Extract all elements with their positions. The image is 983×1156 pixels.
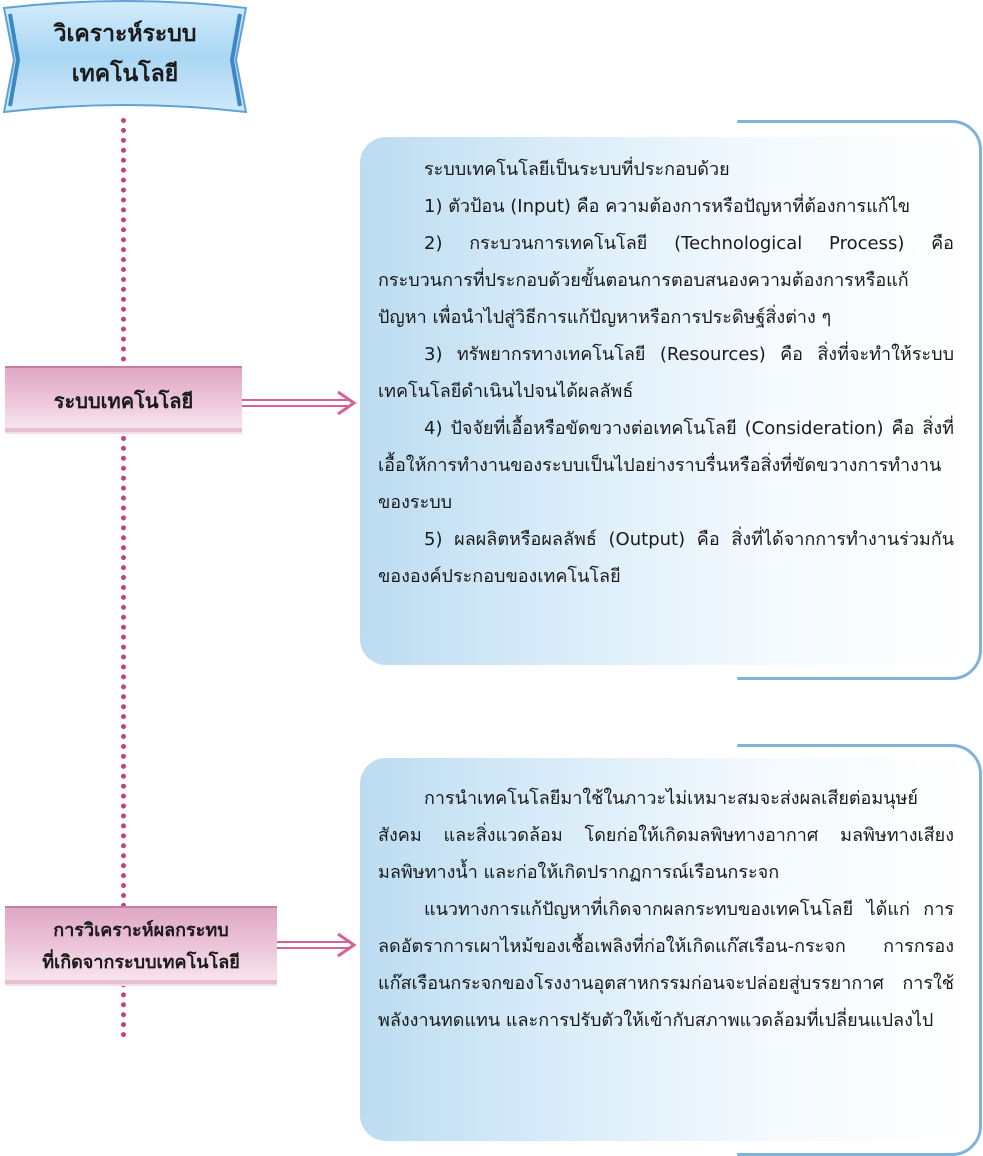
system-item-4: 4) ปัจจัยที่เอื้อหรือขัดขวางต่อเทคโนโลยี… xyxy=(378,418,954,513)
dotted-connector xyxy=(121,118,126,1038)
arrow-right-icon xyxy=(242,390,357,416)
ribbon-shape xyxy=(2,0,248,114)
title-ribbon: วิเคราะห์ระบบ เทคโนโลยี xyxy=(0,0,250,120)
system-item-2: 2) กระบวนการเทคโนโลยี (Technological Pro… xyxy=(378,233,954,328)
system-item-1: 1) ตัวป้อน (Input) คือ ความต้องการหรือปั… xyxy=(424,196,911,217)
system-item-5: 5) ผลผลิตหรือผลลัพธ์ (Output) คือ สิ่งที… xyxy=(378,529,954,587)
label-impact-analysis: การวิเคราะห์ผลกระทบ ที่เกิดจากระบบเทคโนโ… xyxy=(5,906,277,984)
label-technology-system: ระบบเทคโนโลยี xyxy=(5,366,242,432)
system-intro: ระบบเทคโนโลยีเป็นระบบที่ประกอบด้วย xyxy=(424,159,730,180)
title-line-1: วิเคราะห์ระบบ xyxy=(53,21,197,47)
impact-analysis-box: การนำเทคโนโลยีมาใช้ในภาวะไม่เหมาะสมจะส่ง… xyxy=(360,758,972,1141)
label-impact-line-2: ที่เกิดจากระบบเทคโนโลยี xyxy=(42,952,240,973)
diagram-title: วิเคราะห์ระบบ เทคโนโลยี xyxy=(0,14,250,94)
system-item-3: 3) ทรัพยากรทางเทคโนโลยี (Resources) คือ … xyxy=(378,344,954,402)
title-line-2: เทคโนโลยี xyxy=(71,61,179,87)
technology-system-box: ระบบเทคโนโลยีเป็นระบบที่ประกอบด้วย 1) ตั… xyxy=(360,137,972,665)
impact-paragraph-1: การนำเทคโนโลยีมาใช้ในภาวะไม่เหมาะสมจะส่ง… xyxy=(378,788,954,883)
impact-paragraph-2: แนวทางการแก้ปัญหาที่เกิดจากผลกระทบของเทค… xyxy=(378,899,954,1031)
box-frame xyxy=(737,120,982,680)
arrow-right-icon xyxy=(277,932,357,958)
label-technology-system-text: ระบบเทคโนโลยี xyxy=(53,389,194,413)
label-impact-line-1: การวิเคราะห์ผลกระทบ xyxy=(53,920,229,941)
